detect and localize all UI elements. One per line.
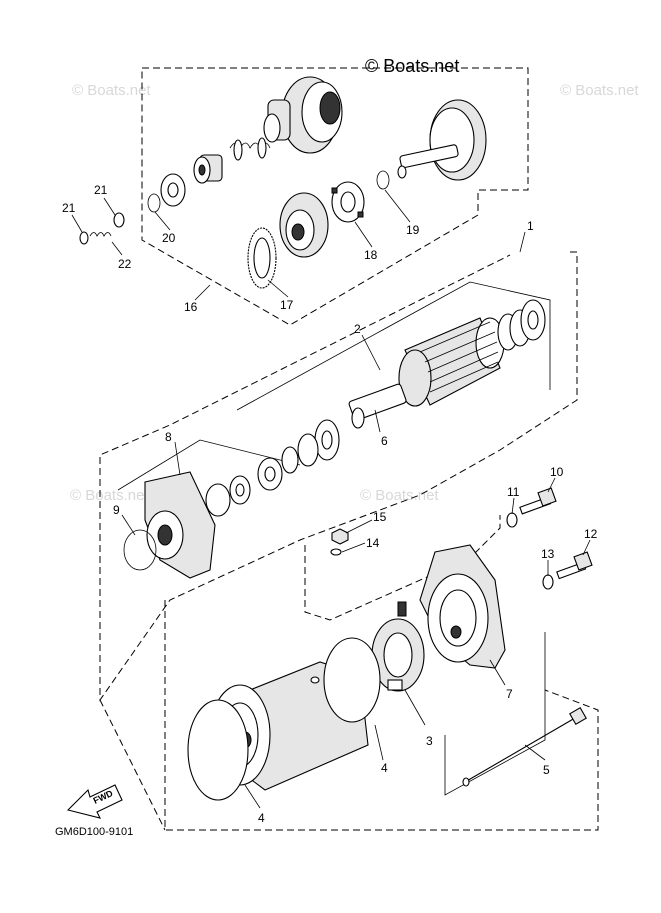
part-bushing xyxy=(160,173,186,207)
leader-lines xyxy=(71,189,591,809)
part-collar xyxy=(193,154,223,184)
part-4-gasket-front xyxy=(187,699,249,801)
callout-6: 6 xyxy=(381,434,388,448)
callout-13: 13 xyxy=(541,547,555,561)
group-brush-outline xyxy=(304,515,501,621)
callout-10: 10 xyxy=(550,465,564,479)
callout-1: 1 xyxy=(527,219,534,233)
diagram-code: GM6D100-9101 xyxy=(55,826,133,838)
part-12-bolt xyxy=(556,551,593,580)
callout-12: 12 xyxy=(584,527,598,541)
callout-5: 5 xyxy=(543,763,550,777)
part-3-brush-holder xyxy=(371,601,425,692)
callout-3: 3 xyxy=(426,734,433,748)
callout-7: 7 xyxy=(506,687,513,701)
part-19-circlip xyxy=(376,170,390,190)
group-5-bracket xyxy=(444,632,546,796)
callout-21: 21 xyxy=(62,201,76,215)
callout-21: 21 xyxy=(94,183,108,197)
part-15-nut xyxy=(331,528,349,545)
watermark-faint: © Boats.net xyxy=(70,487,149,504)
callout-8: 8 xyxy=(165,430,172,444)
part-spring xyxy=(229,137,271,161)
callout-9: 9 xyxy=(113,503,120,517)
fwd-arrow-icon: FWD xyxy=(66,784,123,819)
part-7-rear-cover xyxy=(419,544,506,669)
callout-16: 16 xyxy=(184,300,198,314)
part-11-washer xyxy=(506,512,518,528)
part-internal-gear xyxy=(279,192,329,258)
callout-17: 17 xyxy=(280,298,294,312)
callout-14: 14 xyxy=(366,536,380,550)
part-8-front-cover xyxy=(144,471,251,579)
part-armature-washers-left xyxy=(257,419,340,491)
callout-2: 2 xyxy=(354,322,361,336)
part-5-through-bolt xyxy=(462,707,587,787)
callout-18: 18 xyxy=(364,248,378,262)
watermark-faint: © Boats.net xyxy=(560,82,639,99)
callout-15: 15 xyxy=(373,510,387,524)
part-pinion-clutch xyxy=(263,76,343,154)
part-14-washer xyxy=(330,548,342,556)
part-13-washer xyxy=(542,574,554,590)
callout-19: 19 xyxy=(406,223,420,237)
watermark-faint: © Boats.net xyxy=(72,82,151,99)
callout-20: 20 xyxy=(162,231,176,245)
part-armature-washers-right xyxy=(509,299,546,347)
part-10-bolt xyxy=(519,487,557,515)
group-1-outline xyxy=(99,251,578,702)
callout-11: 11 xyxy=(507,485,520,499)
group-1-lower-outline xyxy=(164,600,599,831)
part-18-plate xyxy=(331,181,365,223)
watermark-faint: © Boats.net xyxy=(360,487,439,504)
part-9-o-ring xyxy=(123,529,157,571)
callout-4: 4 xyxy=(258,811,265,825)
callouts: 1 2 3 4 4 5 6 7 8 9 10 11 12 13 14 15 16… xyxy=(62,183,598,825)
group-1-bottom-outline xyxy=(99,699,166,831)
part-20-circlip xyxy=(147,193,161,213)
callout-4: 4 xyxy=(381,761,388,775)
part-21-22-washer-set xyxy=(79,212,125,245)
part-4-gasket-rear xyxy=(323,637,381,723)
callout-22: 22 xyxy=(118,257,132,271)
group-2-bracket xyxy=(236,281,551,411)
group-8-bracket xyxy=(117,439,301,491)
watermark-main: © Boats.net xyxy=(365,56,459,76)
part-planetary-shaft xyxy=(397,99,487,181)
part-17-needle-bearing xyxy=(247,227,277,289)
part-6-armature xyxy=(348,313,519,429)
